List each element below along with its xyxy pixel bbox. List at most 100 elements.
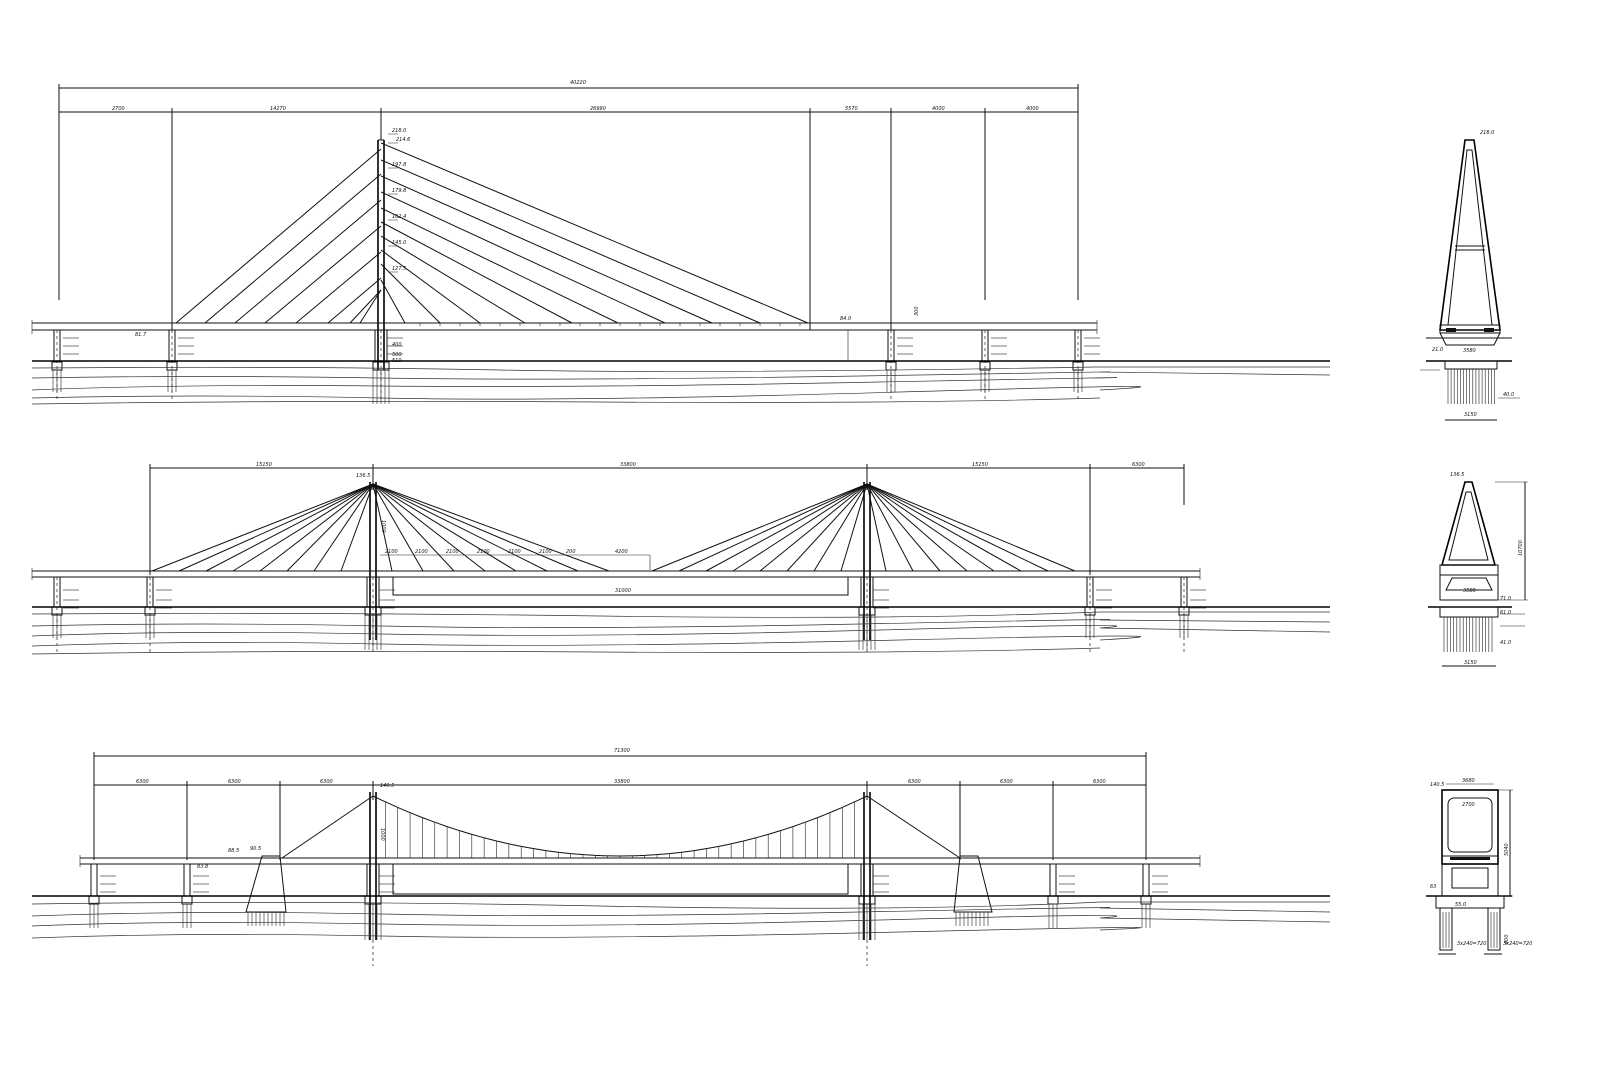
b3-span-3: 6300 bbox=[320, 779, 333, 785]
b2-cd-8: 4200 bbox=[615, 549, 628, 555]
s1-level-1: 21.0 bbox=[1432, 347, 1443, 353]
b1-back-stay bbox=[327, 277, 382, 324]
b3-backstay bbox=[866, 795, 961, 859]
b2-cd-3: 2100 bbox=[446, 549, 459, 555]
b2-stay bbox=[372, 483, 393, 572]
b1-main-stay bbox=[380, 207, 619, 324]
b1-span-1: 2700 bbox=[112, 106, 125, 112]
b2-stay bbox=[840, 483, 868, 572]
b3-level-2: 88.5 bbox=[228, 848, 239, 854]
b1-elev-3: 197.8 bbox=[392, 162, 406, 168]
b1-total-dim: 40220 bbox=[570, 80, 586, 86]
b2-stay bbox=[732, 483, 868, 572]
s3-top-width: 3680 bbox=[1462, 778, 1475, 784]
b2-stay bbox=[866, 483, 941, 572]
s1-width: 3580 bbox=[1463, 348, 1476, 354]
b3-span-5: 6300 bbox=[908, 779, 921, 785]
bridge-3-tower-section: 3680 2700 5040 140.5 63 55.0 400 3x240=7… bbox=[1426, 778, 1532, 955]
b2-stay bbox=[866, 483, 1076, 572]
b1-pier-lbl-400: 400 bbox=[392, 342, 402, 348]
b3-pier-column bbox=[183, 863, 191, 897]
s2-pile-group bbox=[1443, 617, 1493, 652]
b1-main-stay bbox=[380, 159, 761, 324]
b2-tower-dim: 1000 bbox=[380, 520, 386, 533]
s2-height: 10700 bbox=[1518, 540, 1524, 556]
s3-level-1: 63 bbox=[1430, 884, 1436, 890]
b3-pier-column bbox=[90, 863, 98, 897]
b1-span-3: 26990 bbox=[590, 106, 606, 112]
b2-clearance: 31000 bbox=[615, 588, 631, 594]
b1-main-stay bbox=[380, 221, 573, 324]
s3-foot-left: 3x240=720 bbox=[1457, 941, 1486, 947]
b2-stay bbox=[813, 483, 868, 572]
b1-tower-elevations: 218.0 214.6 197.8 179.8 162.4 145.0 127.… bbox=[388, 128, 410, 273]
b1-elev-7: 127.5 bbox=[392, 266, 406, 272]
b1-vert-dim: 300 bbox=[914, 306, 920, 316]
b1-pier-lbl-500: 500 bbox=[392, 352, 402, 358]
b2-stay bbox=[205, 483, 374, 572]
bridge-1-tower-section: 218.0 3580 3150 21.0 40.0 bbox=[1420, 130, 1520, 421]
b1-back-stay bbox=[295, 251, 382, 324]
b2-stay bbox=[372, 483, 486, 572]
b1-pier-column bbox=[1074, 329, 1082, 363]
b2-stay bbox=[866, 483, 995, 572]
b2-span-3: 15150 bbox=[972, 462, 988, 468]
b1-level-right: 84.0 bbox=[840, 316, 851, 322]
b2-stay bbox=[866, 483, 914, 572]
b1-elev-4: 179.8 bbox=[392, 188, 406, 194]
b1-main-stay bbox=[380, 191, 666, 324]
b2-top-elev: 136.5 bbox=[356, 473, 370, 479]
b3-span-4: 33800 bbox=[614, 779, 630, 785]
b1-main-stay bbox=[380, 142, 809, 324]
b1-span-5: 4000 bbox=[932, 106, 945, 112]
b2-stay bbox=[651, 483, 868, 572]
b2-stay bbox=[372, 483, 579, 572]
b2-stay bbox=[259, 483, 374, 572]
b1-back-stay bbox=[234, 199, 382, 324]
b1-main-stay bbox=[380, 175, 713, 324]
b2-stay bbox=[178, 483, 374, 572]
b2-stay bbox=[340, 483, 374, 572]
b1-span-6: 4000 bbox=[1026, 106, 1039, 112]
b2-stay bbox=[786, 483, 868, 572]
b3-pile-cap bbox=[1047, 895, 1059, 905]
b2-cd-4: 2100 bbox=[477, 549, 490, 555]
s3-depth: 400 bbox=[1504, 934, 1510, 944]
b3-pier-column bbox=[1142, 863, 1150, 897]
b3-pier-column bbox=[366, 863, 380, 897]
b3-tower-dim: 1000 bbox=[379, 828, 385, 841]
s3-height: 5040 bbox=[1504, 843, 1510, 856]
b2-cd-7: 200 bbox=[566, 549, 576, 555]
s1-level-2: 40.0 bbox=[1503, 392, 1514, 398]
b2-span-4: 6300 bbox=[1132, 462, 1145, 468]
b2-stay bbox=[866, 483, 968, 572]
b1-back-stay bbox=[359, 289, 382, 324]
s2-level-2: 61.0 bbox=[1500, 610, 1511, 616]
b1-elev-6: 145.0 bbox=[392, 240, 406, 246]
b1-span-4: 5570 bbox=[845, 106, 858, 112]
bridge-3-elevation: 71300 6300 6300 6300 33800 6300 6300 630… bbox=[31, 748, 1331, 966]
bridge-1-elevation: 40220 2700 14270 26990 5570 4000 4000 21… bbox=[31, 80, 1331, 405]
b3-main-cable bbox=[281, 795, 961, 859]
b2-stay bbox=[866, 483, 1022, 572]
b1-level-left: 81.7 bbox=[135, 332, 147, 338]
s2-base: 3150 bbox=[1464, 660, 1477, 666]
b1-elev-5: 162.4 bbox=[392, 214, 406, 220]
s2-top-elev: 136.5 bbox=[1450, 472, 1464, 478]
b1-main-stay bbox=[380, 263, 441, 324]
bridge-2-elevation: 15150 33800 15150 6300 136.5 1000 2100 2… bbox=[31, 462, 1331, 655]
b2-stay bbox=[759, 483, 868, 572]
b2-piers bbox=[51, 576, 1206, 652]
b1-back-stay bbox=[264, 225, 382, 324]
b1-back-stay bbox=[204, 173, 382, 324]
b2-stay bbox=[866, 483, 1049, 572]
b2-cd-6: 2100 bbox=[539, 549, 552, 555]
b2-stay-cables bbox=[151, 483, 1076, 572]
b3-pile-cap bbox=[1140, 895, 1152, 905]
b2-stay bbox=[232, 483, 374, 572]
b2-stay bbox=[286, 483, 374, 572]
b2-stay bbox=[372, 483, 548, 572]
b2-stay bbox=[372, 483, 610, 572]
